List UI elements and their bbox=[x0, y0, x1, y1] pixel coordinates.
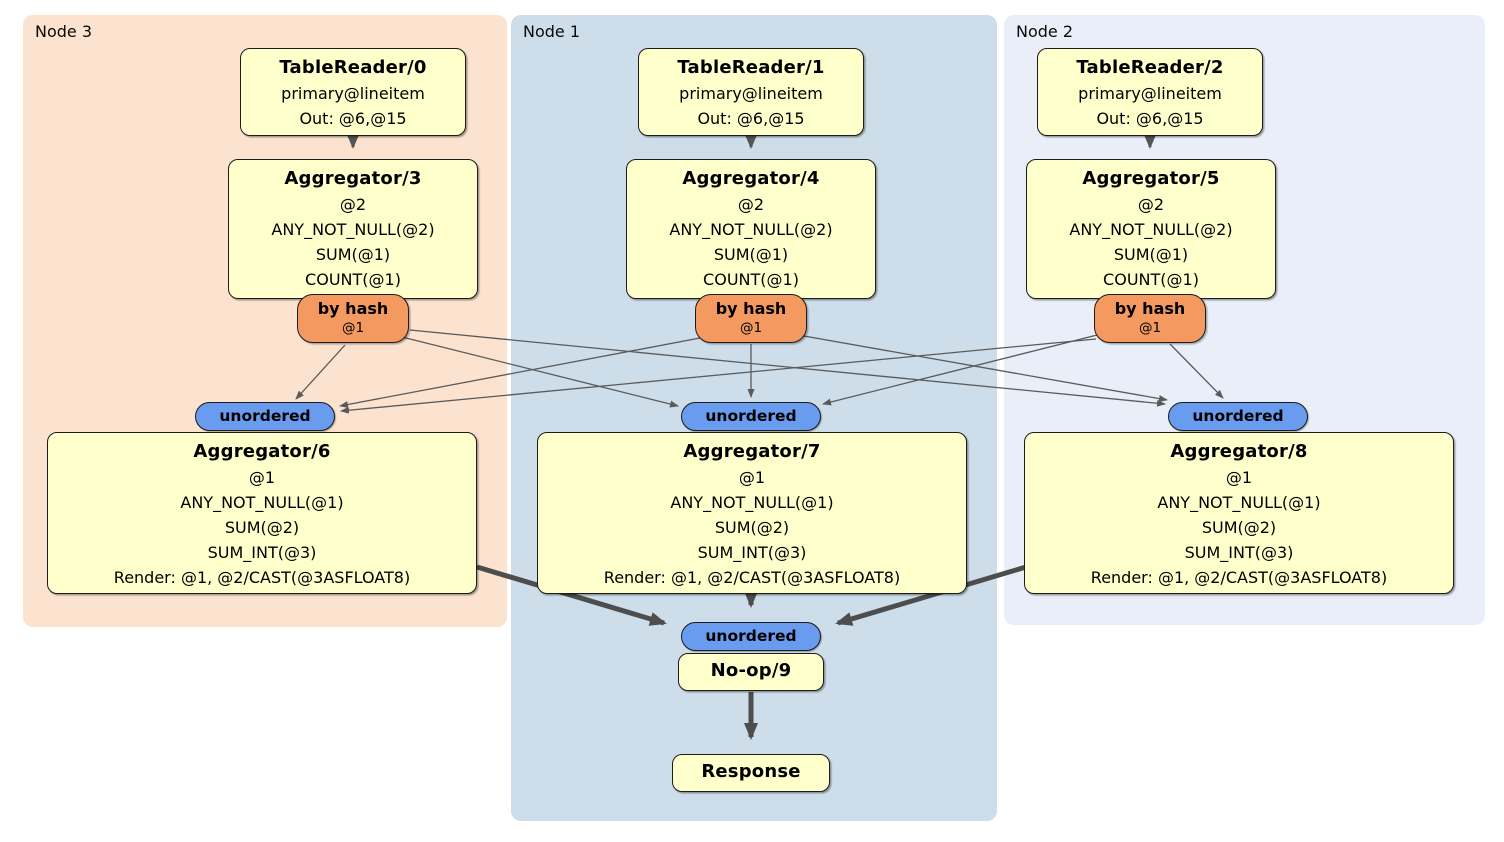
processor-out: Out: @6,@15 bbox=[1096, 109, 1204, 128]
processor-title: TableReader/2 bbox=[1076, 57, 1224, 78]
aggregator-fn: ANY_NOT_NULL(@1) bbox=[180, 493, 344, 512]
aggregator-fn: COUNT(@1) bbox=[1103, 270, 1199, 289]
aggregator-fn: ANY_NOT_NULL(@2) bbox=[271, 220, 435, 239]
aggregator-fn: SUM_INT(@3) bbox=[697, 543, 807, 562]
unordered-stream-final: unordered bbox=[681, 622, 821, 651]
table-reader-1-box: TableReader/1 primary@lineitem Out: @6,@… bbox=[638, 48, 864, 136]
aggregator-fn: SUM(@2) bbox=[224, 518, 300, 537]
processor-title: Response bbox=[701, 761, 801, 782]
processor-index: primary@lineitem bbox=[281, 84, 425, 103]
processor-title: Aggregator/7 bbox=[683, 441, 821, 462]
processor-title: Aggregator/8 bbox=[1170, 441, 1308, 462]
aggregator-5-box: Aggregator/5 @2 ANY_NOT_NULL(@2) SUM(@1)… bbox=[1026, 159, 1276, 299]
router-to-stream-edges bbox=[295, 329, 1224, 414]
processor-index: primary@lineitem bbox=[1078, 84, 1222, 103]
noop-box: No-op/9 bbox=[678, 653, 824, 691]
aggregator-group-cols: @2 bbox=[737, 195, 765, 214]
router-label: by hash bbox=[317, 299, 389, 318]
unordered-stream-right: unordered bbox=[1168, 402, 1308, 431]
hash-router-node1: by hash @1 bbox=[695, 294, 807, 343]
processor-out: Out: @6,@15 bbox=[697, 109, 805, 128]
aggregator-render-expr: Render: @1, @2/CAST(@3ASFLOAT8) bbox=[1090, 568, 1388, 587]
region-label: Node 3 bbox=[35, 22, 93, 41]
aggregator-fn: SUM_INT(@3) bbox=[1184, 543, 1294, 562]
aggregator-fn: COUNT(@1) bbox=[305, 270, 401, 289]
aggregator-fn: SUM_INT(@3) bbox=[207, 543, 317, 562]
hash-router-node3: by hash @1 bbox=[297, 294, 409, 343]
processor-title: Aggregator/6 bbox=[193, 441, 331, 462]
aggregator-fn: SUM(@2) bbox=[714, 518, 790, 537]
router-columns: @1 bbox=[1138, 320, 1162, 336]
processor-out: Out: @6,@15 bbox=[299, 109, 407, 128]
aggregator-fn: SUM(@1) bbox=[1113, 245, 1189, 264]
aggregator-fn: ANY_NOT_NULL(@2) bbox=[669, 220, 833, 239]
aggregator-fn: ANY_NOT_NULL(@1) bbox=[1157, 493, 1321, 512]
aggregator-fn: ANY_NOT_NULL(@1) bbox=[670, 493, 834, 512]
processor-title: No-op/9 bbox=[710, 660, 792, 681]
unordered-stream-left: unordered bbox=[195, 402, 335, 431]
processor-index: primary@lineitem bbox=[679, 84, 823, 103]
table-reader-0-box: TableReader/0 primary@lineitem Out: @6,@… bbox=[240, 48, 466, 136]
aggregator-group-cols: @2 bbox=[1137, 195, 1165, 214]
processor-title: Aggregator/5 bbox=[1082, 168, 1220, 189]
router-label: by hash bbox=[1114, 299, 1186, 318]
processor-title: TableReader/1 bbox=[677, 57, 825, 78]
processor-title: Aggregator/4 bbox=[682, 168, 820, 189]
table-reader-2-box: TableReader/2 primary@lineitem Out: @6,@… bbox=[1037, 48, 1263, 136]
aggregator-group-cols: @2 bbox=[339, 195, 367, 214]
router-columns: @1 bbox=[739, 320, 763, 336]
region-label: Node 2 bbox=[1016, 22, 1074, 41]
aggregator-4-box: Aggregator/4 @2 ANY_NOT_NULL(@2) SUM(@1)… bbox=[626, 159, 876, 299]
aggregator-3-box: Aggregator/3 @2 ANY_NOT_NULL(@2) SUM(@1)… bbox=[228, 159, 478, 299]
aggregator-6-box: Aggregator/6 @1 ANY_NOT_NULL(@1) SUM(@2)… bbox=[47, 432, 477, 594]
aggregator-fn: SUM(@2) bbox=[1201, 518, 1277, 537]
aggregator-7-box: Aggregator/7 @1 ANY_NOT_NULL(@1) SUM(@2)… bbox=[537, 432, 967, 594]
region-label: Node 1 bbox=[523, 22, 581, 41]
processor-title: TableReader/0 bbox=[279, 57, 427, 78]
aggregator-fn: SUM(@1) bbox=[713, 245, 789, 264]
aggregator-fn: SUM(@1) bbox=[315, 245, 391, 264]
hash-router-node2: by hash @1 bbox=[1094, 294, 1206, 343]
aggregator-fn: ANY_NOT_NULL(@2) bbox=[1069, 220, 1233, 239]
unordered-stream-middle: unordered bbox=[681, 402, 821, 431]
aggregator-fn: COUNT(@1) bbox=[703, 270, 799, 289]
aggregator-render-expr: Render: @1, @2/CAST(@3ASFLOAT8) bbox=[113, 568, 411, 587]
aggregator-group-cols: @1 bbox=[1225, 468, 1253, 487]
response-box: Response bbox=[672, 754, 830, 792]
aggregator-8-box: Aggregator/8 @1 ANY_NOT_NULL(@1) SUM(@2)… bbox=[1024, 432, 1454, 594]
processor-title: Aggregator/3 bbox=[284, 168, 422, 189]
aggregator-render-expr: Render: @1, @2/CAST(@3ASFLOAT8) bbox=[603, 568, 901, 587]
aggregator-group-cols: @1 bbox=[738, 468, 766, 487]
aggregator-group-cols: @1 bbox=[248, 468, 276, 487]
router-columns: @1 bbox=[341, 320, 365, 336]
router-label: by hash bbox=[715, 299, 787, 318]
aggregator-to-final-stream-arrows bbox=[476, 564, 1027, 740]
reader-to-aggregator-arrows bbox=[347, 136, 1156, 149]
